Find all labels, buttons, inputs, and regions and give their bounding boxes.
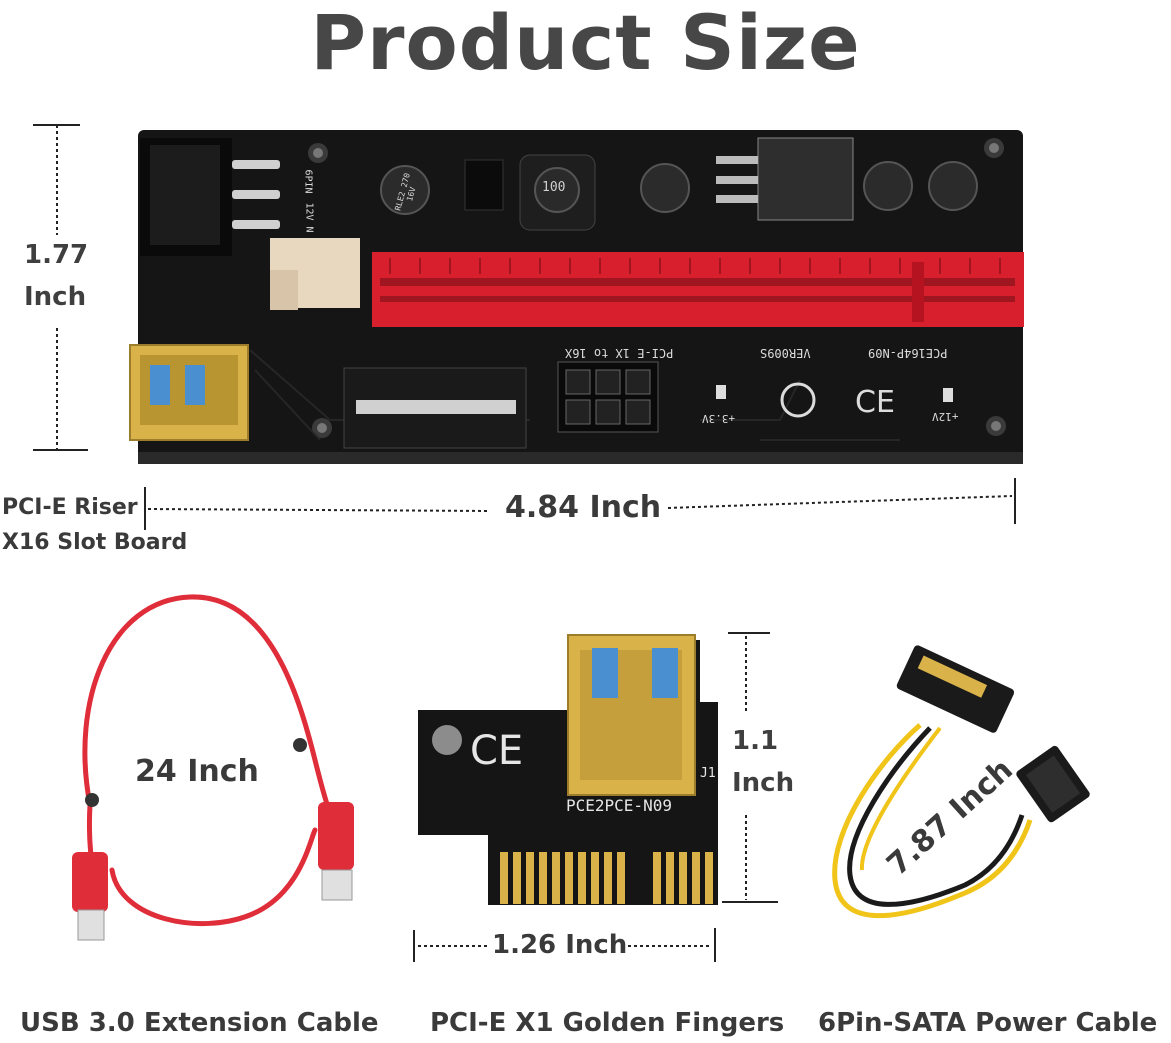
riser-height-dimension bbox=[33, 124, 88, 451]
inductor-label: 100 bbox=[542, 180, 566, 195]
riser-height-label: 1.77 Inch bbox=[24, 234, 88, 318]
adapter-silk-j1: J1 bbox=[700, 766, 716, 781]
usb-plugs bbox=[72, 738, 354, 941]
adapter-height-value: 1.1 bbox=[732, 726, 779, 756]
riser-height-unit: Inch bbox=[24, 282, 87, 312]
riser-silk-ver: VER009S bbox=[760, 346, 811, 360]
svg-text:CE: CE bbox=[855, 385, 895, 420]
riser-name: PCI-E Riser X16 Slot Board bbox=[2, 490, 187, 560]
page-title: Product Size bbox=[310, 0, 861, 87]
riser-width-dimension bbox=[144, 478, 1016, 530]
adapter-width-dimension bbox=[413, 928, 716, 962]
adapter-ce-mark: CE bbox=[470, 728, 524, 774]
riser-silk-slot: PCI-E 1X to 16X bbox=[565, 346, 674, 360]
riser-silk-12vn: 12V N bbox=[303, 202, 315, 233]
usb-cable-length: 24 Inch bbox=[135, 754, 259, 789]
caption-x1: PCI-E X1 Golden Fingers bbox=[430, 1008, 785, 1038]
riser-silk-33v: +3.3V bbox=[702, 412, 736, 425]
adapter-height-label: 1.1 Inch bbox=[732, 720, 794, 804]
caption-usb: USB 3.0 Extension Cable bbox=[20, 1008, 379, 1038]
x1-adapter-board bbox=[418, 634, 718, 905]
adapter-height-dimension bbox=[722, 632, 778, 903]
riser-silk-6pin: 6PIN bbox=[302, 169, 314, 194]
riser-width-label: 4.84 Inch bbox=[505, 490, 662, 525]
adapter-width-label: 1.26 Inch bbox=[492, 930, 628, 960]
power-cable-illustration bbox=[832, 645, 1090, 919]
riser-height-value: 1.77 bbox=[24, 240, 89, 270]
adapter-height-unit: Inch bbox=[732, 768, 795, 798]
riser-board: CE bbox=[129, 130, 1024, 464]
caption-power: 6Pin-SATA Power Cable bbox=[818, 1008, 1158, 1038]
adapter-silk-model: PCE2PCE-N09 bbox=[566, 796, 672, 815]
riser-silk-12v: +12V bbox=[932, 410, 959, 423]
riser-name-line2: X16 Slot Board bbox=[2, 530, 188, 555]
riser-silk-model: PCE164P-N09 bbox=[868, 346, 948, 360]
riser-name-line1: PCI-E Riser bbox=[2, 495, 138, 520]
